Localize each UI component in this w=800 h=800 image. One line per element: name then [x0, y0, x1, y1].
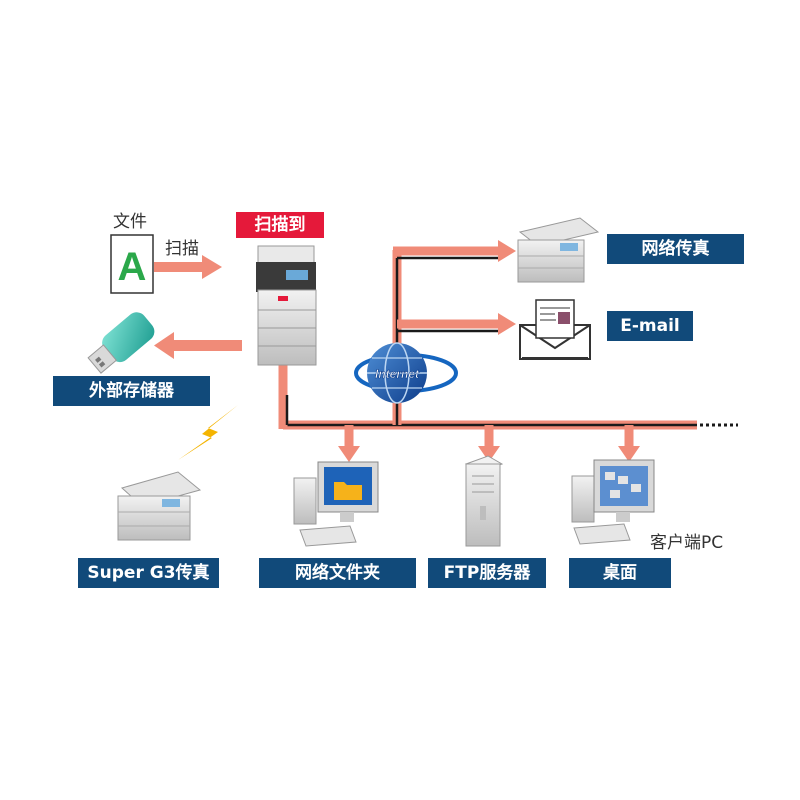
arrow-to-ftp-server	[478, 446, 500, 462]
storage-arrow	[154, 332, 242, 359]
scan-to-badge: 扫描到	[236, 212, 324, 238]
network-folder-label: 网络文件夹	[259, 558, 416, 588]
network-fax-label: 网络传真	[607, 234, 744, 264]
document-icon: A	[110, 234, 154, 294]
scan-label: 扫描	[165, 239, 199, 259]
internet-globe-icon: Internet	[354, 342, 458, 404]
arrow-to-email	[498, 313, 516, 335]
lightning-icon	[178, 405, 238, 460]
ftp-server-icon	[464, 455, 504, 547]
email-envelope-icon	[519, 299, 591, 360]
arrow-to-network-fax	[498, 240, 516, 262]
svg-text:Internet: Internet	[375, 367, 420, 381]
super-g3-fax-label: Super G3传真	[78, 558, 219, 588]
scan-arrow	[154, 255, 222, 279]
ftp-server-label: FTP服务器	[428, 558, 546, 588]
super-g3-fax-icon	[117, 471, 202, 541]
connection-lines	[278, 240, 738, 462]
document-label: 文件	[113, 212, 147, 232]
desktop-label: 桌面	[569, 558, 671, 588]
network-fax-icon	[517, 217, 600, 283]
arrow-to-network-folder	[338, 446, 360, 462]
external-storage-label: 外部存储器	[53, 376, 210, 406]
client-pc-label: 客户端PC	[650, 533, 724, 553]
usb-drive-icon	[87, 312, 155, 374]
copier-icon	[256, 245, 317, 366]
network-folder-pc-icon	[293, 461, 379, 547]
arrow-to-desktop	[618, 446, 640, 462]
email-label: E-mail	[607, 311, 693, 341]
desktop-pc-icon	[571, 459, 655, 545]
svg-text:A: A	[118, 245, 147, 289]
